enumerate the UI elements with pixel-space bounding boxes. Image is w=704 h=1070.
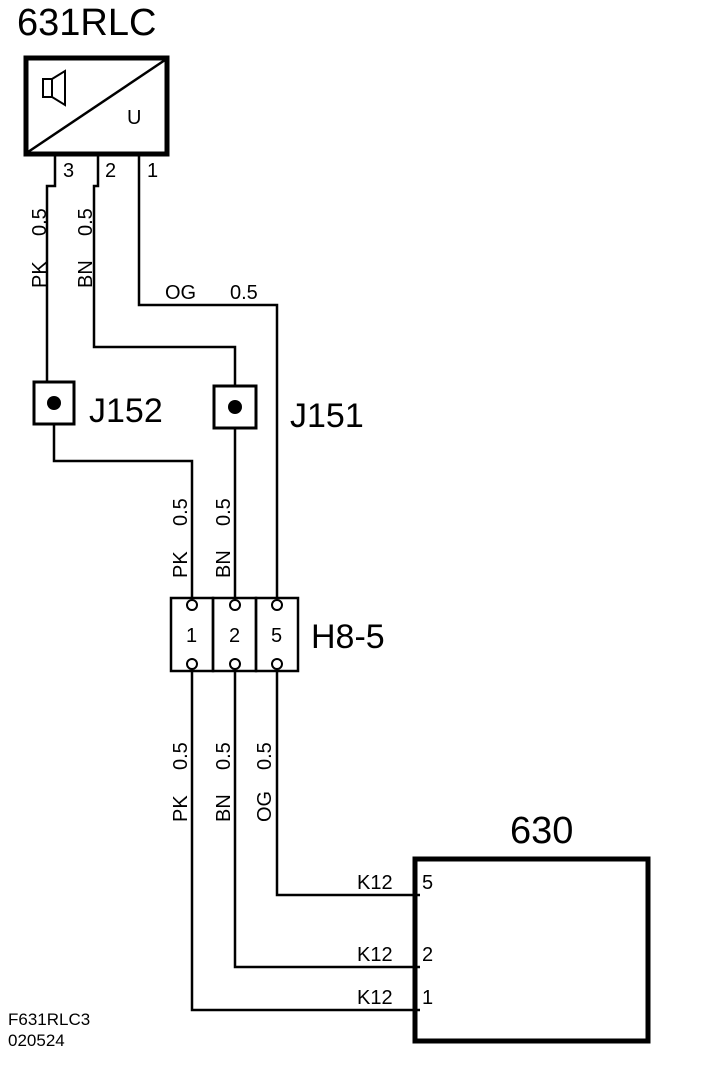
j151-dot bbox=[228, 400, 242, 414]
top-bn-size: 0.5 bbox=[75, 208, 97, 236]
rlc-pin-3: 3 bbox=[63, 160, 74, 182]
wire-bn-top bbox=[92, 154, 237, 386]
j152-label: J152 bbox=[89, 392, 163, 430]
rlc-pin-1: 1 bbox=[147, 160, 158, 182]
top-pk-size: 0.5 bbox=[29, 208, 51, 236]
rlc-unit-label: U bbox=[127, 107, 141, 129]
top-og-size: 0.5 bbox=[230, 282, 258, 304]
bot-bn-size: 0.5 bbox=[213, 742, 235, 770]
top-og-color: OG bbox=[165, 282, 196, 304]
mid-bn-size: 0.5 bbox=[213, 498, 235, 526]
mid-pk-size: 0.5 bbox=[170, 498, 192, 526]
bot-pk-color: PK bbox=[170, 795, 192, 822]
mid-pk-color: PK bbox=[170, 551, 192, 578]
wire-og-bot bbox=[275, 669, 420, 897]
rlc-box[interactable] bbox=[23, 55, 170, 157]
bot-og-size: 0.5 bbox=[254, 742, 276, 770]
rlc-title: 631RLC bbox=[17, 2, 156, 44]
h8-pin-2: 2 bbox=[229, 625, 240, 647]
c630-pin-5: 5 bbox=[422, 872, 433, 894]
c630-title: 630 bbox=[510, 810, 573, 852]
top-pk-color: PK bbox=[29, 261, 51, 288]
bot-og-color: OG bbox=[254, 791, 276, 822]
h8-pin-1: 1 bbox=[186, 625, 197, 647]
j151-label: J151 bbox=[290, 397, 364, 435]
h8-pin-5: 5 bbox=[271, 625, 282, 647]
rlc-diagonal bbox=[27, 58, 166, 154]
speaker-icon bbox=[42, 69, 66, 107]
c630-prefix-3: K12 bbox=[357, 987, 393, 1009]
wire-pk-top bbox=[45, 154, 57, 382]
c630-pin-2: 2 bbox=[422, 944, 433, 966]
c630-prefix-2: K12 bbox=[357, 944, 393, 966]
wire-pk-bot bbox=[190, 669, 420, 1012]
top-bn-color: BN bbox=[75, 260, 97, 288]
wire-bn-bot bbox=[233, 669, 420, 969]
c630-pin-1: 1 bbox=[422, 987, 433, 1009]
wire-pk-mid bbox=[52, 424, 194, 598]
mid-bn-color: BN bbox=[213, 550, 235, 578]
c630-prefix-1: K12 bbox=[357, 872, 393, 894]
wire-og-top bbox=[137, 154, 279, 598]
footer-code: F631RLC3 bbox=[8, 1010, 90, 1029]
h8-label: H8-5 bbox=[311, 618, 385, 656]
j152-dot bbox=[47, 396, 61, 410]
c630-box[interactable] bbox=[412, 856, 651, 1044]
bot-pk-size: 0.5 bbox=[170, 742, 192, 770]
bot-bn-color: BN bbox=[213, 794, 235, 822]
rlc-pin-2: 2 bbox=[105, 160, 116, 182]
footer-date: 020524 bbox=[8, 1031, 65, 1050]
